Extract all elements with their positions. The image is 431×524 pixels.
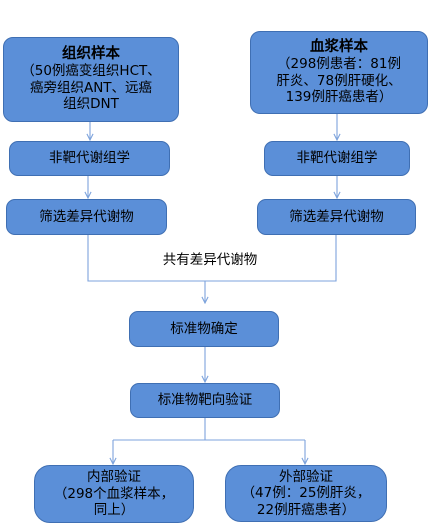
screen-differential-right-label: 筛选差异代谢物 bbox=[289, 208, 384, 225]
tissue-sample-box: 组织样本 （50例癌变组织HCT、 癌旁组织ANT、远癌 组织DNT bbox=[3, 37, 179, 122]
plasma-sample-line-2: 肝炎、78例肝硬化、 bbox=[276, 72, 402, 89]
common-differential-label: 共有差异代谢物 bbox=[162, 252, 258, 268]
targeted-validation-box: 标准物靶向验证 bbox=[130, 383, 280, 418]
plasma-sample-box: 血浆样本 （298例患者：81例 肝炎、78例肝硬化、 139例肝癌患者） bbox=[250, 31, 428, 114]
tissue-sample-line-2: 癌旁组织ANT、远癌 bbox=[29, 79, 153, 96]
untargeted-metabolomics-left-label: 非靶代谢组学 bbox=[49, 150, 130, 167]
biomarker-determination-box: 标准物确定 bbox=[129, 311, 279, 347]
external-validation-box: 外部验证 （47例：25例肝炎， 22例肝癌患者） bbox=[225, 465, 387, 522]
tissue-sample-line-3: 组织DNT bbox=[63, 96, 119, 113]
tissue-sample-title: 组织样本 bbox=[62, 46, 120, 63]
external-validation-title: 外部验证 bbox=[279, 468, 333, 485]
plasma-sample-title: 血浆样本 bbox=[310, 39, 368, 56]
screen-differential-left-box: 筛选差异代谢物 bbox=[6, 199, 167, 235]
untargeted-metabolomics-left-box: 非靶代谢组学 bbox=[9, 141, 170, 176]
internal-validation-line-1: （298个血浆样本， bbox=[53, 485, 175, 502]
internal-validation-title: 内部验证 bbox=[87, 469, 141, 486]
targeted-validation-label: 标准物靶向验证 bbox=[157, 392, 253, 409]
external-validation-line-2: 22例肝癌患者） bbox=[256, 501, 356, 518]
biomarker-determination-label: 标准物确定 bbox=[170, 320, 238, 337]
plasma-sample-line-1: （298例患者：81例 bbox=[277, 56, 401, 73]
external-validation-line-1: （47例：25例肝炎， bbox=[241, 485, 371, 502]
tissue-sample-line-1: （50例癌变组织HCT、 bbox=[21, 63, 161, 80]
untargeted-metabolomics-right-box: 非靶代谢组学 bbox=[264, 141, 410, 176]
screen-differential-right-box: 筛选差异代谢物 bbox=[257, 199, 416, 235]
screen-differential-left-label: 筛选差异代谢物 bbox=[39, 208, 134, 225]
untargeted-metabolomics-right-label: 非靶代谢组学 bbox=[296, 150, 378, 167]
internal-validation-line-2: 同上） bbox=[93, 502, 135, 519]
merge-line-common bbox=[87, 235, 337, 282]
internal-validation-box: 内部验证 （298个血浆样本， 同上） bbox=[34, 465, 194, 523]
plasma-sample-line-3: 139例肝癌患者） bbox=[285, 89, 393, 106]
